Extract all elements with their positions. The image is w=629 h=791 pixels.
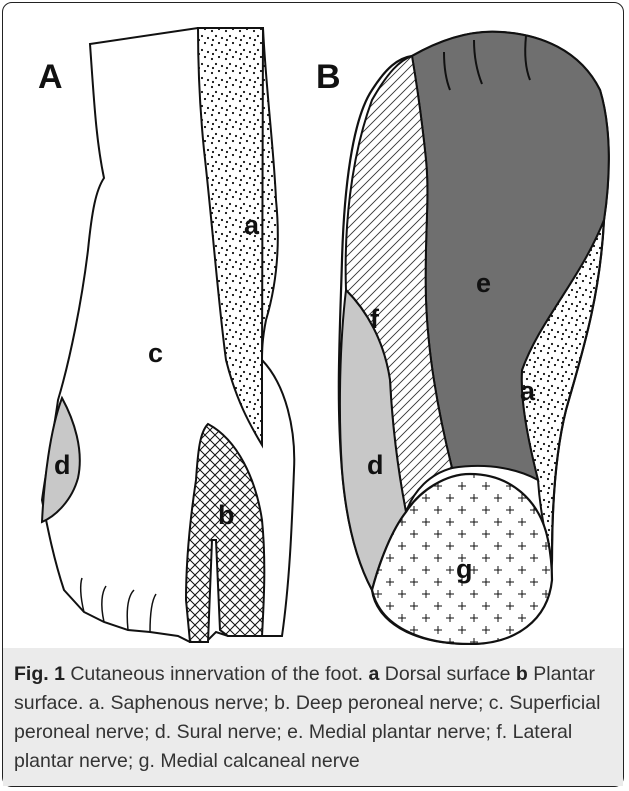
caption-a-text: Dorsal surface xyxy=(379,663,516,685)
panel-label-a: A xyxy=(38,58,63,96)
region-label-c-dorsal: c xyxy=(148,338,163,368)
panel-b-plantar-foot xyxy=(339,32,609,644)
innervation-figure: A a c d b B e f a d g xyxy=(0,0,629,645)
region-label-d-plantar: d xyxy=(367,450,384,480)
region-label-a-dorsal: a xyxy=(244,210,260,240)
region-label-g-plantar: g xyxy=(456,554,473,584)
panel-a-dorsal-foot xyxy=(42,28,294,642)
figure-caption: Fig. 1 Cutaneous innervation of the foot… xyxy=(14,660,614,776)
region-label-d-dorsal: d xyxy=(54,450,71,480)
caption-b-label: b xyxy=(516,663,528,685)
caption-a-label: a xyxy=(368,663,379,685)
region-label-a-plantar: a xyxy=(520,376,536,406)
region-label-b-dorsal: b xyxy=(218,500,235,530)
region-e-medial-plantar xyxy=(412,32,609,480)
caption-intro: Cutaneous innervation of the foot. xyxy=(65,663,369,685)
region-label-e-plantar: e xyxy=(476,268,491,298)
panel-label-b: B xyxy=(316,58,341,96)
caption-fig-label: Fig. 1 xyxy=(14,663,65,685)
region-label-f-plantar: f xyxy=(370,304,380,334)
